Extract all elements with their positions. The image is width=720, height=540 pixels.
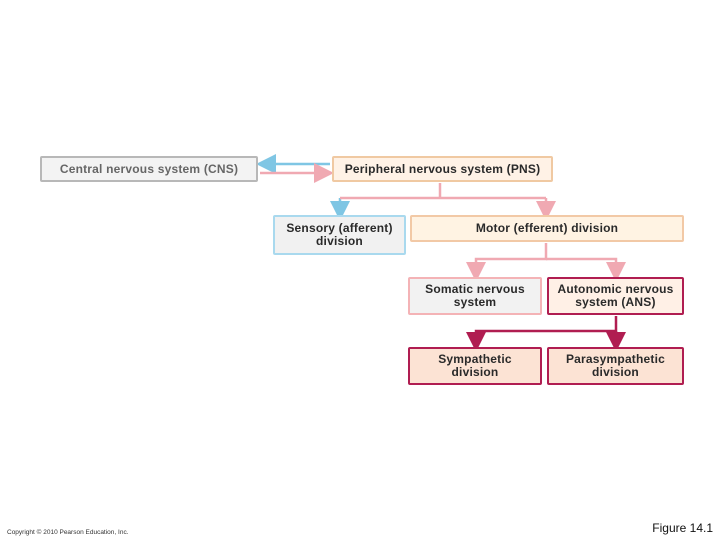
autonomic-label-line1: Autonomic nervous	[557, 282, 674, 296]
pns-label: Peripheral nervous system (PNS)	[344, 161, 541, 176]
copyright-notice: Copyright © 2010 Pearson Education, Inc.	[7, 529, 129, 536]
pns-box: Peripheral nervous system (PNS)	[332, 156, 553, 182]
cns-box: Central nervous system (CNS)	[40, 156, 258, 182]
sensory-label-line1: Sensory (afferent)	[286, 221, 393, 235]
somatic-label-line2: system	[453, 295, 497, 309]
parasympathetic-label-line2: division	[592, 365, 639, 379]
sympathetic-label-line2: division	[451, 365, 499, 379]
autonomic-branch-sympathetic	[466, 316, 618, 352]
motor-division-box: Motor (efferent) division	[410, 215, 684, 242]
cns-label: Central nervous system (CNS)	[59, 161, 239, 176]
sensory-label-line2: division	[316, 234, 363, 248]
motor-label: Motor (efferent) division	[475, 221, 619, 235]
sensory-division-box: Sensory (afferent) division	[273, 215, 406, 255]
parasympathetic-label-line1: Parasympathetic	[565, 352, 666, 366]
motor-branch-trunk	[466, 243, 548, 282]
parasympathetic-division-box: Parasympathetic division	[547, 347, 684, 385]
motor-branch-autonomic	[546, 257, 626, 282]
autonomic-label-line2: system (ANS)	[575, 295, 656, 309]
figure-number: Figure 14.1	[652, 521, 713, 535]
somatic-label-line1: Somatic nervous	[425, 282, 525, 296]
sympathetic-label-line1: Sympathetic	[438, 352, 512, 366]
somatic-system-box: Somatic nervous system	[408, 277, 542, 315]
sympathetic-division-box: Sympathetic division	[408, 347, 542, 385]
autonomic-system-box: Autonomic nervous system (ANS)	[547, 277, 684, 315]
pns-branch-trunk	[340, 183, 546, 200]
